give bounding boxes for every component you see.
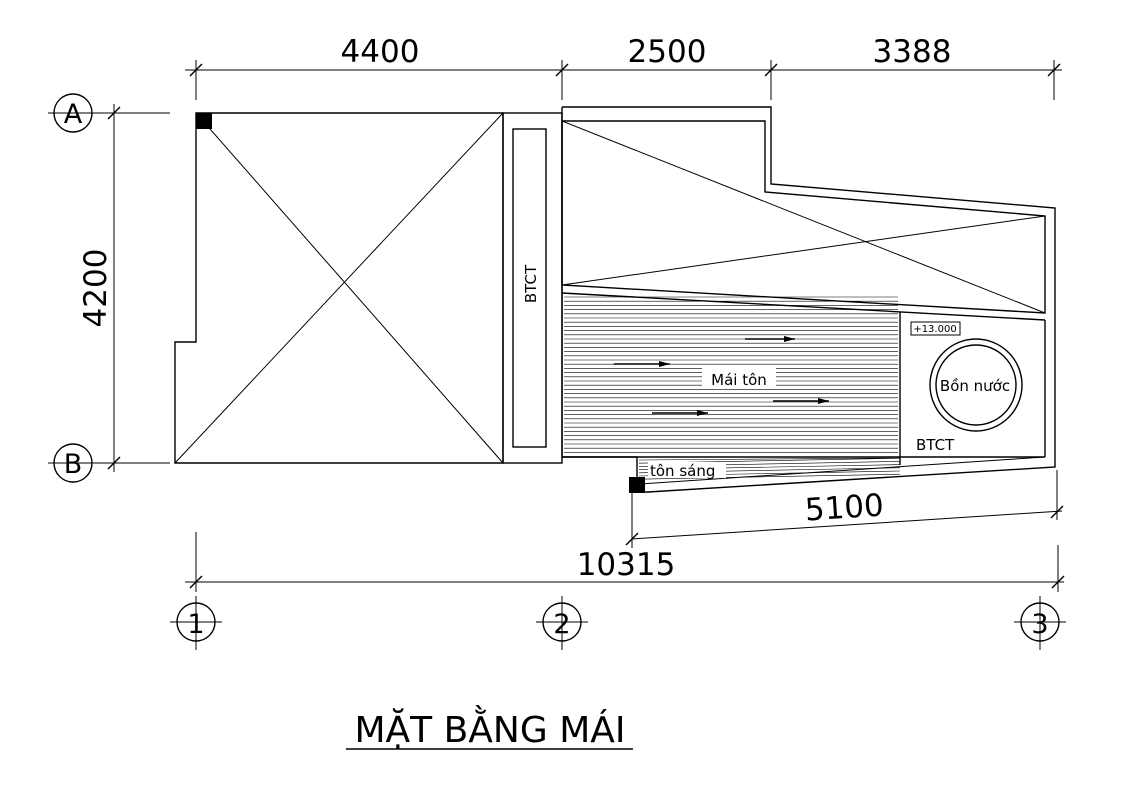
left-dimension: 4200 bbox=[78, 104, 146, 472]
skylight-label-bg bbox=[648, 462, 726, 478]
axis-label-2: 2 bbox=[553, 609, 570, 640]
column-marker-top-left bbox=[196, 113, 212, 129]
axis-col-1: 1 bbox=[170, 596, 222, 650]
skylight-hatching bbox=[638, 457, 901, 480]
skylight-label: tôn sáng bbox=[650, 462, 715, 480]
dim-slanted: 5100 bbox=[804, 487, 885, 528]
skylight-hatch-line bbox=[638, 457, 901, 461]
roof-section-left bbox=[174, 112, 504, 464]
overall-dimension: 10315 bbox=[185, 532, 1065, 592]
axis-row-a: A bbox=[48, 93, 170, 133]
axis-row-b: B bbox=[48, 443, 170, 483]
axis-label-1: 1 bbox=[187, 609, 204, 640]
elevation-label: +13.000 bbox=[913, 324, 956, 335]
axis-col-2: 2 bbox=[536, 596, 588, 650]
dim-left: 4200 bbox=[78, 249, 114, 328]
water-tank-label: Bồn nước bbox=[940, 377, 1010, 395]
title-text: MẶT BẰNG MÁI bbox=[354, 704, 625, 751]
water-tank-area: +13.000 Bồn nước BTCT bbox=[910, 321, 1023, 454]
axis-label-a: A bbox=[64, 99, 83, 130]
skylight-hatch-line bbox=[638, 473, 901, 480]
dim-overall: 10315 bbox=[577, 547, 676, 583]
column-marker-bottom bbox=[629, 477, 645, 493]
mai-ton-label-bg bbox=[702, 368, 776, 389]
water-tank-outer bbox=[929, 338, 1023, 432]
btct-slab-label: BTCT bbox=[916, 436, 955, 454]
dim-top-3: 3388 bbox=[873, 34, 952, 70]
slanted-dimension: 5100 bbox=[625, 470, 1064, 548]
axis-col-3: 3 bbox=[1014, 596, 1066, 650]
btct-strip: BTCT bbox=[502, 112, 563, 464]
slope-arrows bbox=[614, 336, 829, 416]
top-dimension-chain: 4400 2500 3388 bbox=[185, 34, 1062, 100]
roof-metal-label: Mái tôn bbox=[711, 371, 767, 389]
water-tank-inner bbox=[935, 344, 1017, 426]
btct-vertical-label: BTCT bbox=[522, 264, 540, 303]
axis-label-3: 3 bbox=[1031, 609, 1048, 640]
dim-top-2: 2500 bbox=[628, 34, 707, 70]
axis-label-b: B bbox=[64, 449, 83, 480]
roof-section-right bbox=[561, 106, 1056, 493]
dim-top-1: 4400 bbox=[341, 34, 420, 70]
drawing-title: MẶT BẰNG MÁI bbox=[346, 704, 633, 751]
